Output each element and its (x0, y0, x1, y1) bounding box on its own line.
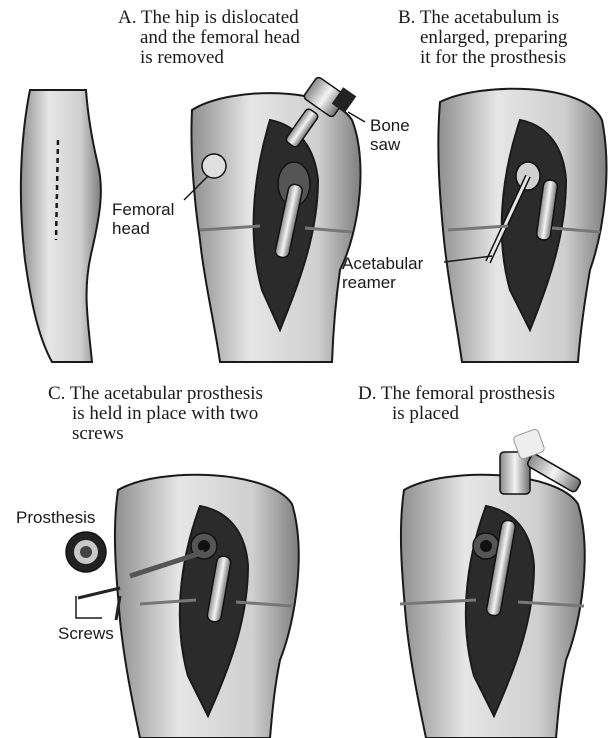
panel-b-illustration (438, 89, 606, 362)
panel-b-caption-line-1: B. The acetabulum is (398, 8, 567, 28)
panel-a-caption-line-1: A. The hip is dislocated (118, 8, 300, 28)
femoral-head-label-line-1: Femoral (112, 200, 174, 219)
panel-d-caption-line-1: D. The femoral prosthesis (358, 384, 555, 404)
panel-d-illustration (400, 428, 585, 738)
acetabular-reamer-label: Acetabular reamer (342, 254, 423, 292)
bone-saw-label: Bone saw (370, 116, 410, 154)
bone-saw-label-line-1: Bone (370, 116, 410, 135)
femoral-head-label-line-2: head (112, 219, 174, 238)
panel-a-illustration (184, 76, 365, 362)
screws-label: Screws (58, 624, 114, 643)
panel-c-caption-line-2: is held in place with two (48, 404, 263, 424)
panel-b-caption-line-2: enlarged, preparing (398, 28, 567, 48)
panel-d-caption-line-2: is placed (358, 404, 555, 424)
panel-a-caption: A. The hip is dislocated and the femoral… (118, 8, 300, 68)
panel-c-caption: C. The acetabular prosthesis is held in … (48, 384, 263, 444)
panel-c-caption-line-3: screws (48, 424, 263, 444)
panel-b-caption: B. The acetabulum is enlarged, preparing… (398, 8, 567, 68)
prosthesis-cup-shape (66, 532, 106, 572)
screws-shape (76, 588, 120, 620)
acetabular-reamer-label-line-1: Acetabular (342, 254, 423, 273)
prosthesis-label: Prosthesis (16, 508, 95, 527)
panel-a-caption-line-2: and the femoral head (118, 28, 300, 48)
acetabular-reamer-label-line-2: reamer (342, 273, 423, 292)
panel-c-illustration (66, 475, 299, 738)
panel-a-caption-line-3: is removed (118, 48, 300, 68)
panel-b-caption-line-3: it for the prosthesis (398, 48, 567, 68)
bone-saw-label-line-2: saw (370, 135, 410, 154)
femoral-head-label: Femoral head (112, 200, 174, 238)
leg-with-incision-illustration (21, 90, 101, 362)
panel-c-caption-line-1: C. The acetabular prosthesis (48, 384, 263, 404)
panel-d-caption: D. The femoral prosthesis is placed (358, 384, 555, 424)
